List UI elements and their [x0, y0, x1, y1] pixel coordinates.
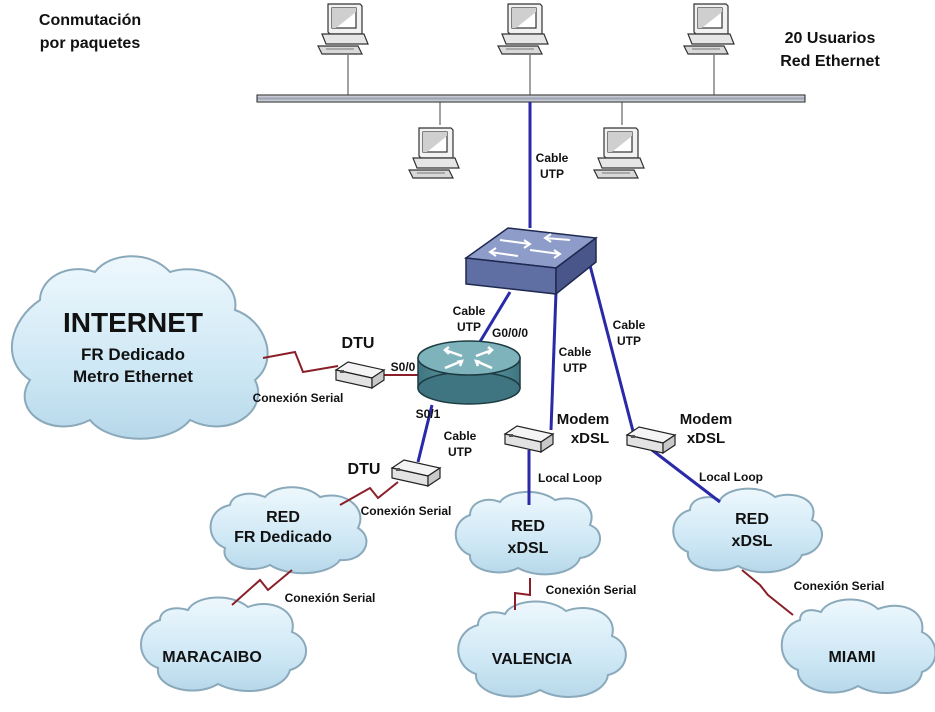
- dtu-label-bottom: DTU: [348, 461, 381, 478]
- red-xdsl-center-title: RED: [511, 518, 545, 535]
- maracaibo-cloud: [140, 596, 307, 692]
- dtu-label-top: DTU: [342, 335, 375, 352]
- computer-icon: [408, 127, 460, 179]
- serial-links: [231, 350, 794, 616]
- cable-utp-top-line1: Cable: [536, 151, 569, 165]
- red-xdsl-center-line2: xDSL: [508, 540, 549, 557]
- valencia-label: VALENCIA: [492, 651, 573, 668]
- computer-icon: [593, 127, 645, 179]
- computer-icon: [497, 3, 549, 55]
- modem-right-line1: Modem: [680, 411, 733, 428]
- cable-utp-center-line2: UTP: [563, 361, 587, 375]
- g000-port-label: G0/0/0: [492, 326, 528, 340]
- bus-drops: [347, 55, 715, 125]
- serial-label-miami: Conexión Serial: [794, 579, 885, 593]
- dtu-icon: [391, 459, 441, 487]
- switching-label-line2: por paquetes: [40, 35, 141, 52]
- serial-label-fr: Conexión Serial: [361, 504, 452, 518]
- miami-cloud: [780, 598, 935, 694]
- red-fr-cloud: [209, 486, 368, 575]
- cable-utp-top-line2: UTP: [540, 167, 564, 181]
- router-icon: [417, 340, 521, 405]
- red-xdsl-right-title: RED: [735, 511, 769, 528]
- cable-utp-right-line1: Cable: [613, 318, 646, 332]
- internet-line2: FR Dedicado: [81, 345, 185, 364]
- cloud-icon: [11, 255, 935, 698]
- lan-label-line2: Red Ethernet: [780, 53, 880, 70]
- cable-utp-s01-line1: Cable: [444, 429, 477, 443]
- maracaibo-label: MARACAIBO: [162, 649, 262, 666]
- modem-center-line2: xDSL: [571, 430, 609, 447]
- local-loop-center: Local Loop: [538, 471, 602, 485]
- s00-port-label: S0/0: [391, 360, 416, 374]
- serial-label-internet: Conexión Serial: [253, 391, 344, 405]
- utp-links: [416, 102, 721, 505]
- red-xdsl-cloud-miami-side: [672, 487, 823, 574]
- s01-port-label: S0/1: [416, 407, 441, 421]
- computer-icon: [683, 3, 735, 55]
- red-xdsl-cloud-valencia-side: [454, 490, 601, 576]
- red-xdsl-right-line2: xDSL: [732, 533, 773, 550]
- internet-title: INTERNET: [63, 307, 203, 338]
- internet-cloud: [11, 255, 269, 440]
- miami-label: MIAMI: [828, 649, 875, 666]
- switching-label-line1: Conmutación: [39, 12, 141, 29]
- dtu-icon: [335, 361, 385, 389]
- red-fr-title: RED: [266, 509, 300, 526]
- serial-label-maracaibo: Conexión Serial: [285, 591, 376, 605]
- modem-right-line2: xDSL: [687, 430, 725, 447]
- internet-line3: Metro Ethernet: [73, 367, 193, 386]
- modem-icon: [504, 425, 554, 453]
- port-lights: [340, 370, 635, 471]
- cable-utp-s01-line2: UTP: [448, 445, 472, 459]
- serial-label-valencia: Conexión Serial: [546, 583, 637, 597]
- modem-center-line1: Modem: [557, 411, 610, 428]
- modem-icon: [626, 426, 676, 454]
- cable-utp-router-line1: Cable: [453, 304, 486, 318]
- lan-label-line1: 20 Usuarios: [785, 30, 876, 47]
- cable-utp-center-line1: Cable: [559, 345, 592, 359]
- cable-utp-right-line2: UTP: [617, 334, 641, 348]
- valencia-cloud: [457, 600, 627, 698]
- switch-icon: [463, 227, 598, 296]
- ethernet-bus: [256, 94, 806, 103]
- computer-icon: [317, 3, 369, 55]
- local-loop-right: Local Loop: [699, 470, 763, 484]
- cable-utp-router-line2: UTP: [457, 320, 481, 334]
- red-fr-line2: FR Dedicado: [234, 529, 332, 546]
